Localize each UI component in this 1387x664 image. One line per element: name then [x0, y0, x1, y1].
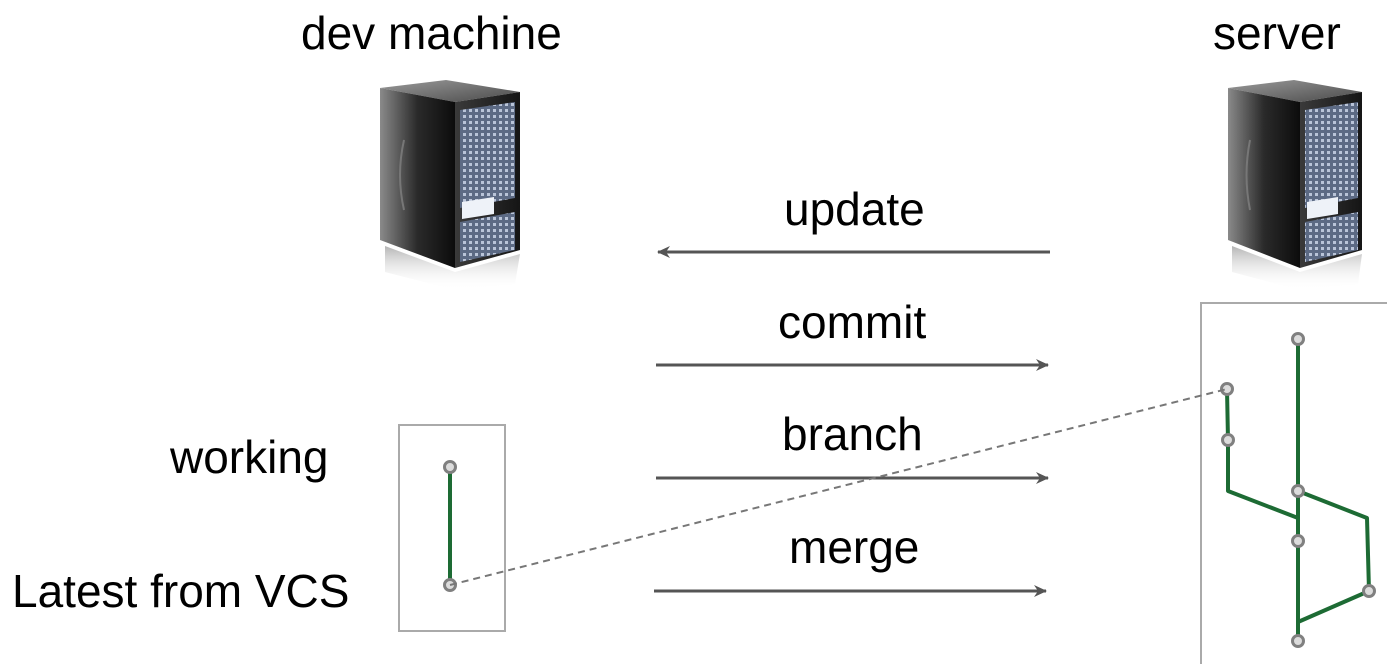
commit-node: [1221, 433, 1235, 447]
working-node: [443, 460, 457, 474]
commit-node: [1291, 332, 1305, 346]
commit-node: [1220, 382, 1234, 396]
server-repository-box: [1200, 302, 1387, 664]
working-copy-box: [398, 424, 506, 632]
repository-commits: [1220, 332, 1376, 648]
commit-node: [1291, 484, 1305, 498]
merge-label: merge: [789, 521, 920, 573]
dev-machine-icon: [380, 80, 520, 290]
commit-label: commit: [778, 296, 927, 348]
checkout-link-dashed: [449, 388, 1228, 586]
latest-from-vcs-label: Latest from VCS: [12, 565, 350, 617]
branch-label: branch: [782, 408, 923, 460]
feature-branch-line: [1297, 489, 1371, 624]
commit-node: [1291, 634, 1305, 648]
working-label: working: [170, 431, 329, 483]
update-label: update: [784, 183, 925, 235]
commit-node: [1291, 534, 1305, 548]
server-title: server: [1213, 7, 1341, 59]
commit-node: [1362, 584, 1376, 598]
dev-machine-title: dev machine: [301, 7, 562, 59]
server-machine-icon: [1228, 80, 1362, 290]
side-branch-line: [1225, 388, 1299, 520]
